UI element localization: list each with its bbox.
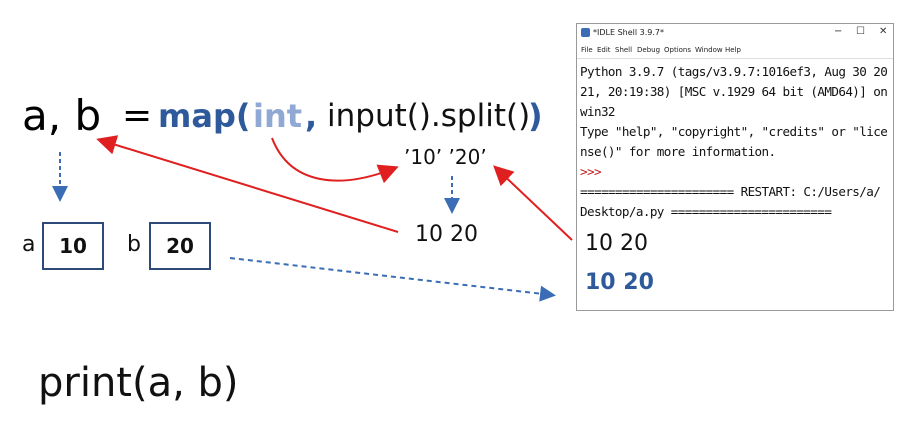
split-strings: ’10’ ’20’ <box>404 145 487 169</box>
menu-divider <box>577 58 893 59</box>
closing-paren: ) <box>528 97 543 135</box>
shell-line-path: Desktop/a.py ======================= <box>580 204 832 219</box>
lhs-variables: a, b <box>22 91 102 140</box>
map-call: map( <box>158 97 251 135</box>
var-b-value: 20 <box>166 234 194 258</box>
close-icon[interactable]: ✕ <box>879 26 888 37</box>
var-a-label: a <box>22 232 36 257</box>
var-a-value: 10 <box>59 234 87 258</box>
print-statement: print(a, b) <box>38 360 239 406</box>
var-b-label: b <box>127 232 141 257</box>
shell-line-2: 21, 20:19:38) [MSC v.1929 64 bit (AMD64)… <box>580 84 888 99</box>
shell-line-restart: ====================== RESTART: C:/Users… <box>580 184 881 199</box>
minimize-icon[interactable]: − <box>834 26 843 37</box>
input-split-call: input().split() <box>327 98 531 134</box>
menu-shell[interactable]: Shell <box>615 46 633 54</box>
shell-prompt: >>> <box>580 164 602 179</box>
assign-operator: = <box>122 95 153 136</box>
vars-to-output-arrow <box>229 257 556 302</box>
shell-line-4: Type "help", "copyright", "credits" or "… <box>580 124 888 139</box>
menu-window[interactable]: Window <box>695 46 723 54</box>
idle-shell-window: *IDLE Shell 3.9.7* − ☐ ✕ File Edit Shell… <box>576 23 894 311</box>
var-b-box: 20 <box>149 222 211 270</box>
shell-output-line: 10 20 <box>585 270 654 295</box>
maximize-icon[interactable]: ☐ <box>856 26 865 37</box>
comma: , <box>305 97 318 135</box>
idle-title-bar[interactable]: *IDLE Shell 3.9.7* − ☐ ✕ <box>577 24 893 42</box>
menu-options[interactable]: Options <box>664 46 692 54</box>
menu-edit[interactable]: Edit <box>597 46 611 54</box>
menu-debug[interactable]: Debug <box>637 46 661 54</box>
shell-line-5: nse()" for more information. <box>580 144 776 159</box>
int-to-strings-arrow <box>271 137 399 184</box>
shell-line-1: Python 3.9.7 (tags/v3.9.7:1016ef3, Aug 3… <box>580 64 888 79</box>
converted-ints: 10 20 <box>415 222 478 247</box>
int-function: int <box>253 97 303 135</box>
input-to-split-arrow <box>493 165 573 241</box>
ints-to-vars-arrow <box>96 135 399 233</box>
python-icon <box>581 28 590 37</box>
idle-title: *IDLE Shell 3.9.7* <box>593 28 664 37</box>
shell-input-line[interactable]: 10 20 <box>585 231 648 256</box>
menu-file[interactable]: File <box>581 46 593 54</box>
idle-menu-bar: File Edit Shell Debug Options Window Hel… <box>577 43 893 57</box>
shell-line-3: win32 <box>580 104 616 119</box>
var-a-box: 10 <box>42 222 104 270</box>
menu-help[interactable]: Help <box>725 46 741 54</box>
